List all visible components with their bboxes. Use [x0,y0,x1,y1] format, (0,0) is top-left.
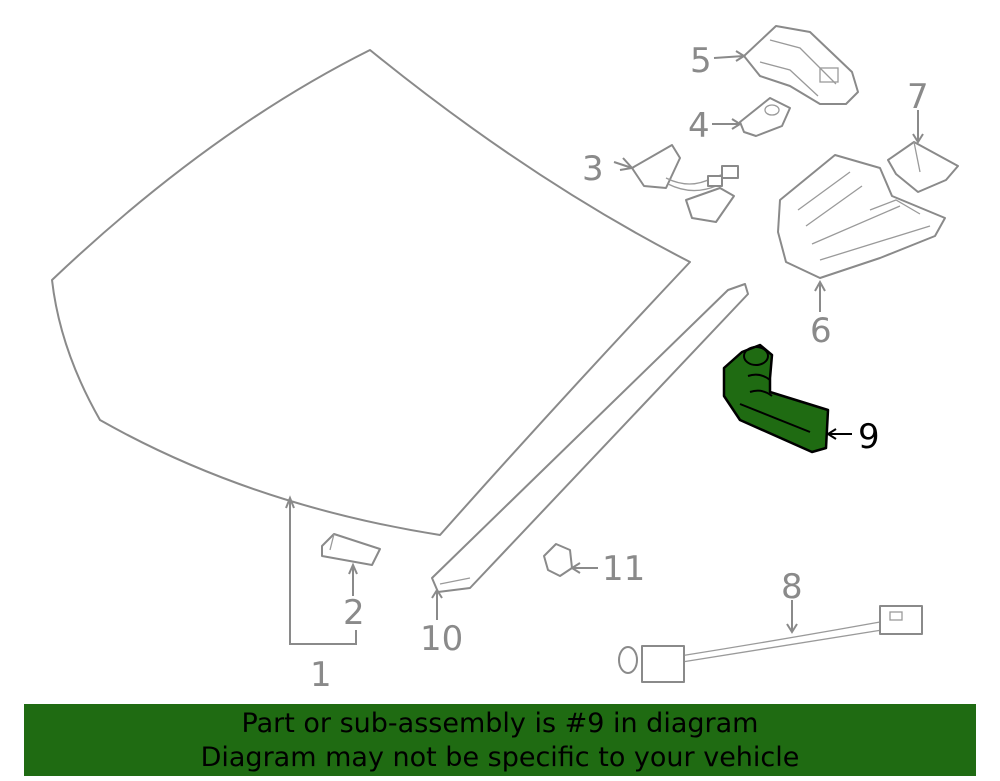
banner-line-1: Part or sub-assembly is #9 in diagram [241,708,759,739]
banner-line-2: Diagram may not be specific to your vehi… [200,742,800,773]
callout-3: 3 [582,149,604,189]
spacer-block-part [321,533,381,566]
callout-9: 9 [858,417,880,457]
windshield-glass-part [51,49,691,536]
mount-clip-part [739,97,791,137]
highlighted-part-9 [722,343,830,454]
small-bracket-part [887,141,959,193]
callout-10: 10 [420,619,463,659]
rain-sensor-part [631,144,739,223]
callout-2: 2 [343,593,365,633]
molding-strip-part [431,283,749,593]
camera-bracket-part [743,25,859,105]
callout-8: 8 [781,567,803,607]
callout-7: 7 [907,77,929,117]
callout-5: 5 [690,41,712,81]
callout-11: 11 [602,549,645,589]
info-banner: Part or sub-assembly is #9 in diagram Di… [24,704,976,776]
leader-lines [285,50,924,645]
wire-harness-part [618,605,923,683]
push-clip-part [543,543,573,577]
mirror-cover-part [777,154,946,279]
callout-4: 4 [688,106,710,146]
callout-6: 6 [810,311,832,351]
callout-labels: 1 2 3 4 5 6 7 8 9 10 11 [310,41,929,695]
callout-1: 1 [310,655,332,695]
